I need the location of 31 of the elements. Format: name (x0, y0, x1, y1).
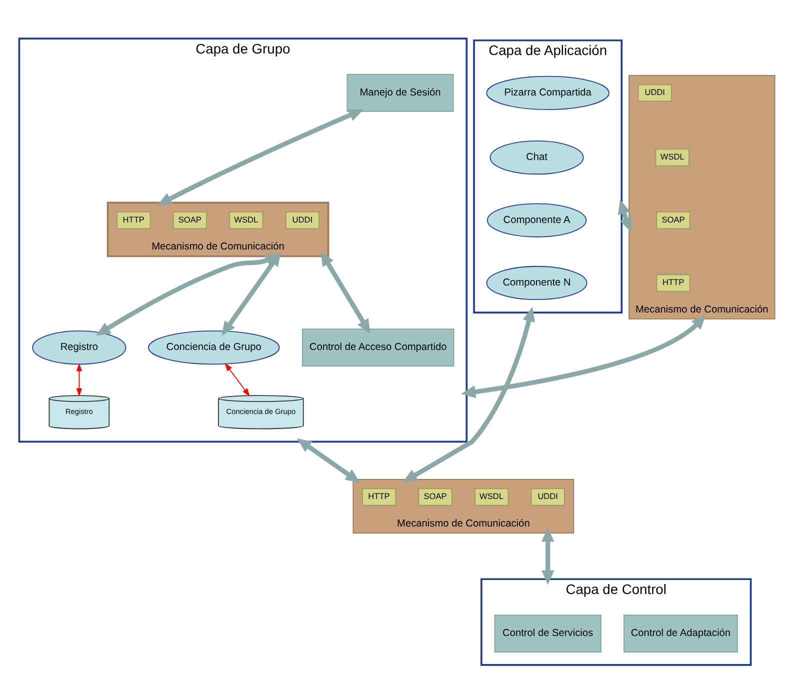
node-box: Control de Adaptación (623, 614, 738, 652)
arrow (224, 362, 250, 397)
node-box: WSDL (474, 488, 509, 506)
node-box: WSDL (229, 212, 264, 230)
node-box: UDDI (638, 84, 672, 102)
node-box: SOAP (656, 212, 690, 230)
arrow (541, 527, 554, 585)
arrow (296, 438, 360, 483)
node-box: HTTP (116, 212, 151, 230)
node-box: Control de Acceso Compartido (302, 328, 454, 366)
arrow (320, 251, 370, 334)
node-ellipse: Registro (32, 330, 126, 365)
node-box: Manejo de Sesión (346, 74, 454, 112)
node-box: Control de Servicios (494, 614, 602, 652)
node-box: SOAP (418, 488, 452, 506)
node-ellipse: Conciencia de Grupo (148, 330, 280, 365)
node-ellipse: Componente N (486, 266, 588, 300)
node-box: UDDI (530, 488, 565, 506)
node-ellipse: Chat (490, 140, 584, 175)
arrow (402, 306, 536, 482)
node-ellipse: Pizarra Compartida (486, 76, 610, 110)
node-box: SOAP (172, 212, 207, 230)
arrow (76, 362, 82, 397)
node-ellipse: Componente A (486, 203, 587, 238)
arrow (157, 109, 364, 206)
arrow (618, 199, 632, 232)
arrow (460, 314, 706, 398)
node-box: HTTP (362, 488, 396, 506)
node-box: WSDL (655, 148, 690, 166)
node-box: HTTP (656, 274, 690, 292)
node-box: UDDI (285, 212, 320, 230)
